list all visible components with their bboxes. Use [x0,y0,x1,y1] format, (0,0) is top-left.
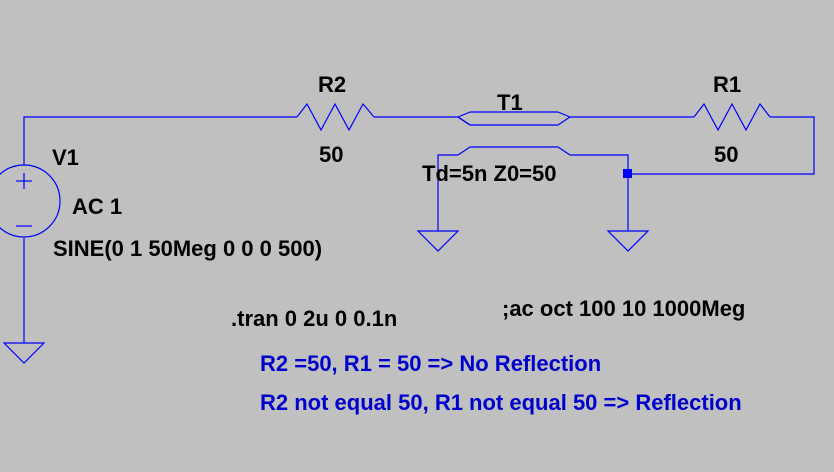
resistor-icon[interactable] [693,102,771,132]
wire-r1-return [628,116,815,175]
tran-directive[interactable]: .tran 0 2u 0 0.1n [231,306,397,331]
r2-value-label: 50 [319,142,343,167]
r2-ref-label: R2 [318,72,346,97]
wires [23,116,815,343]
t1-ref-label: T1 [497,90,523,115]
wire-t1-ground-left [437,154,458,231]
ground-icon [606,230,650,252]
resistor-icon[interactable] [296,102,375,132]
ground-icon [416,230,460,252]
wire-t1-ground-right [570,154,629,231]
v1-ref-label: V1 [52,145,79,170]
r1-ref-label: R1 [713,72,741,97]
note-line-2: R2 not equal 50, R1 not equal 50 => Refl… [260,390,742,415]
v1-ac-label: AC 1 [72,194,122,219]
ac-directive[interactable]: ;ac oct 100 10 1000Meg [502,296,745,321]
transmission-line-icon[interactable] [457,111,571,156]
v1-source-label: SINE(0 1 50Meg 0 0 0 500) [53,236,322,261]
ac-voltage-source-icon[interactable] [0,164,61,238]
junction-node[interactable] [623,169,632,178]
ground-icon [2,342,46,364]
wire-source-to-r2 [23,116,297,165]
r1-value-label: 50 [714,142,738,167]
note-line-1: R2 =50, R1 = 50 => No Reflection [260,351,601,376]
t1-params-label: Td=5n Z0=50 [422,161,557,186]
